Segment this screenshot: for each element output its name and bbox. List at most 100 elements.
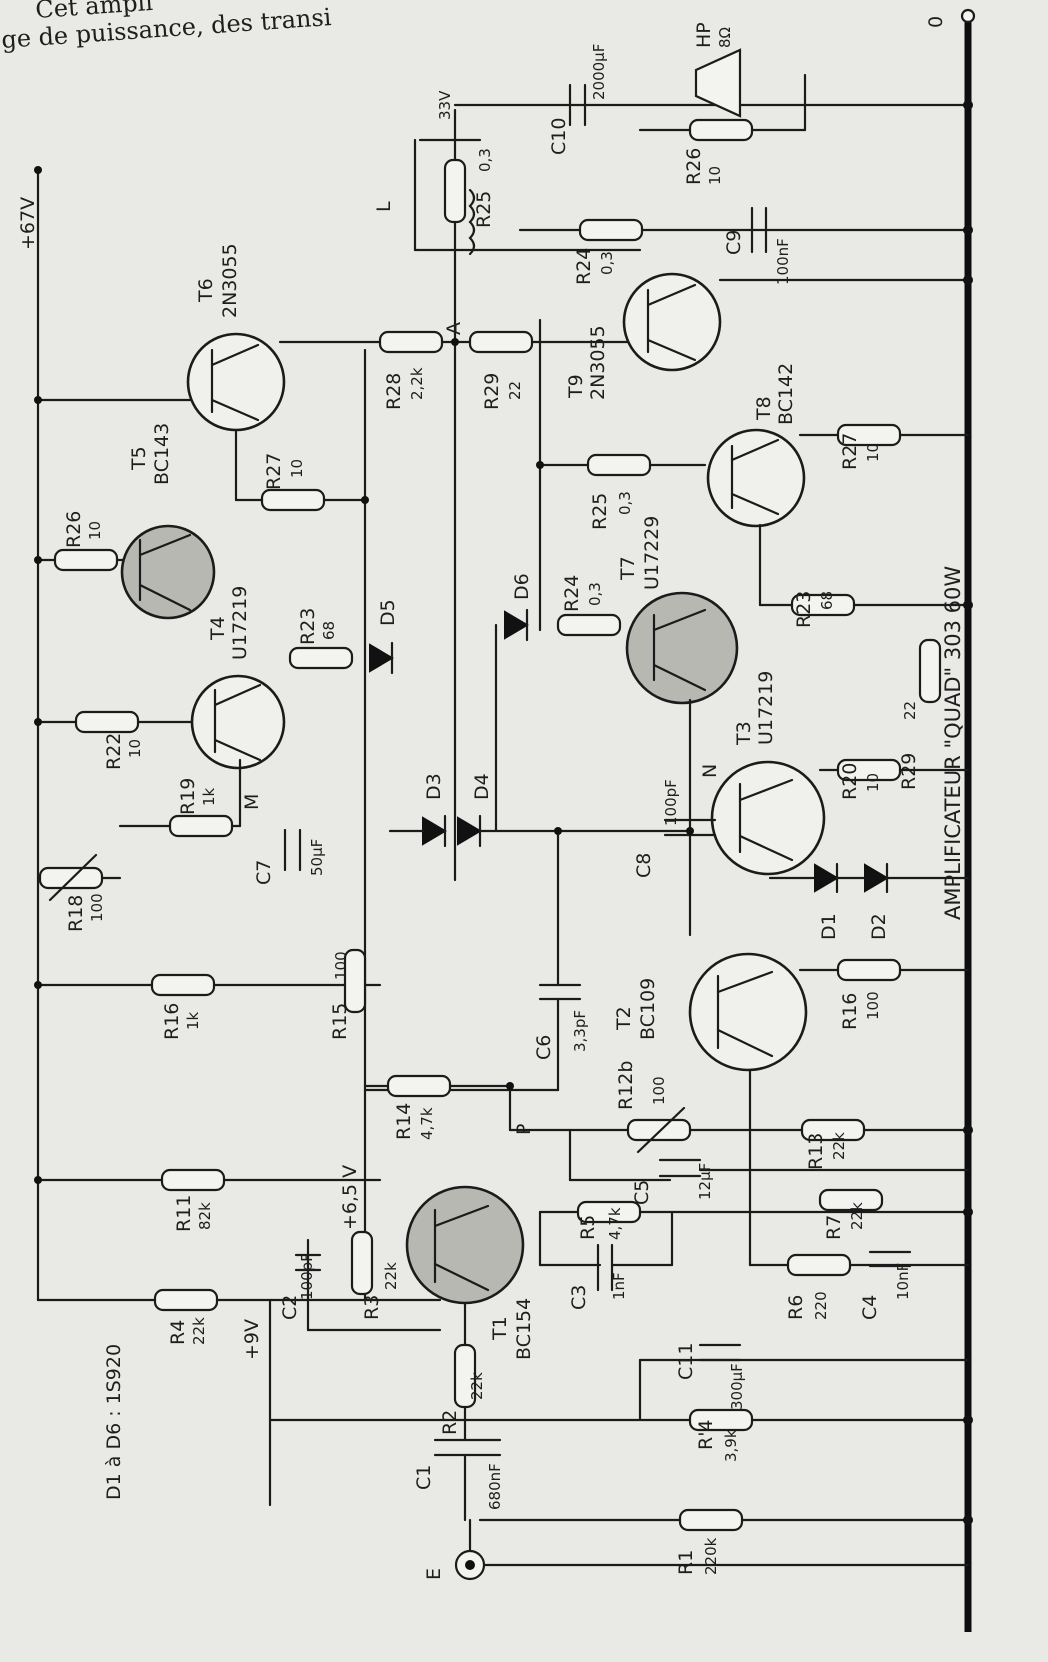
t7-type: U17229: [641, 516, 663, 590]
r1-ref: R1: [675, 1550, 697, 1575]
diode-d1: [814, 863, 839, 893]
inductor-label: L: [373, 201, 395, 212]
resistor-r10: [386, 1074, 452, 1098]
r21-value: 10: [288, 459, 306, 478]
resistor-r26: [578, 218, 644, 242]
r16-ref: R22: [103, 733, 125, 770]
r27-value: 0,3: [476, 148, 494, 172]
transistor-t2: [688, 952, 808, 1072]
diode-d5: [369, 643, 394, 673]
t2-type: BC109: [637, 978, 659, 1040]
resistor-r16: [74, 710, 140, 734]
r16-value: 10: [126, 739, 144, 758]
schematic-title: AMPLIFICATEUR "QUAD" 303 60W: [941, 566, 965, 920]
resistor-r7: [818, 1188, 884, 1212]
r19-value: 68: [818, 591, 836, 610]
t8-ref: T8: [753, 396, 775, 421]
r22-ref: R25: [589, 493, 611, 530]
c4-value: 10nF: [894, 1263, 912, 1300]
r1-value: 220k: [702, 1537, 720, 1575]
r6-value: 220: [812, 1291, 830, 1320]
r4b-ref: R'4: [695, 1419, 717, 1450]
r23-value: 10: [864, 443, 882, 462]
r17-value: 68: [320, 621, 338, 640]
resistor-r25: [468, 330, 534, 354]
r2-value: 22k: [468, 1372, 486, 1400]
r29-value: 22: [901, 701, 919, 720]
c7-ref: C7: [253, 860, 275, 885]
c4-ref: C4: [859, 1295, 881, 1320]
t1-type: BC154: [513, 1298, 535, 1360]
resistor-r2: [453, 1343, 477, 1409]
c8-value: 100pF: [662, 779, 680, 826]
node-a: A: [443, 322, 465, 335]
diode-d6: [504, 610, 529, 640]
r7-ref: R7: [823, 1215, 845, 1240]
resistor-r12b: [836, 958, 902, 982]
c5-value: 12µF: [696, 1163, 714, 1200]
c6-ref: C6: [533, 1035, 555, 1060]
r18-ref: R24: [561, 575, 583, 612]
resistor-r17: [288, 646, 354, 670]
r8-value: 82k: [196, 1202, 214, 1230]
r9-value: 100: [650, 1076, 668, 1105]
c10-ref: C10: [548, 118, 570, 155]
r24-ref: R28: [383, 373, 405, 410]
node-n: N: [699, 764, 721, 778]
resistor-r14: [168, 814, 234, 838]
r14-ref: R19: [177, 778, 199, 815]
transistor-t6: [186, 332, 286, 432]
d2-label: D2: [868, 913, 890, 940]
r4-ref: R4: [167, 1320, 189, 1345]
r3-ref: R3: [361, 1295, 383, 1320]
d4-label: D4: [471, 773, 493, 800]
c7-value: 50µF: [308, 839, 326, 876]
resistor-r12: [150, 973, 216, 997]
resistor-r18: [556, 613, 622, 637]
rail-67v-label: +67V: [17, 197, 39, 250]
resistor-r4b: [688, 1408, 754, 1432]
rail-9v-label: +9V: [241, 1319, 263, 1360]
transistor-t4: [190, 674, 286, 770]
inductor-extra: 33V: [436, 90, 454, 120]
resistor-r3: [350, 1230, 374, 1296]
r18-value: 0,3: [586, 582, 604, 606]
c9-ref: C9: [723, 230, 745, 255]
resistor-r20: [53, 548, 119, 572]
r25-ref: R29: [481, 373, 503, 410]
inductor-l: [468, 188, 476, 256]
r21-ref: R27: [263, 453, 285, 490]
r11-ref: R15: [329, 1003, 351, 1040]
resistor-r9b: [800, 1118, 866, 1142]
resistor-r6: [786, 1253, 852, 1277]
c3-value: 1nF: [610, 1272, 628, 1300]
r28-value: 10: [706, 166, 724, 185]
t5-type: BC143: [151, 423, 173, 485]
r10-ref: R14: [393, 1103, 415, 1140]
diode-d4: [457, 816, 482, 846]
c1-value: 680nF: [486, 1463, 504, 1510]
r12b-value: 100: [864, 991, 882, 1020]
t1-ref: T1: [489, 1316, 511, 1341]
r12-ref: R16: [161, 1003, 183, 1040]
t9-ref: T9: [565, 374, 587, 399]
resistor-r28: [688, 118, 754, 142]
ground-terminal: [960, 8, 976, 24]
resistor-r4: [153, 1288, 219, 1312]
r19-ref: R23: [793, 591, 815, 628]
c11-ref: C11: [675, 1343, 697, 1380]
c11-value: 300µF: [728, 1363, 746, 1410]
transistor-t3: [710, 760, 826, 876]
resistor-r9: [626, 1118, 692, 1142]
t6-ref: T6: [195, 278, 217, 303]
node-m: M: [241, 794, 263, 810]
r20-ref: R26: [63, 511, 85, 548]
r8-ref: R11: [173, 1195, 195, 1232]
c9-value: 100nF: [774, 238, 792, 285]
r13-value: 100: [88, 893, 106, 922]
ground-label: 0: [925, 16, 947, 28]
r17-ref: R23: [297, 608, 319, 645]
t3-ref: T3: [733, 721, 755, 746]
t2-ref: T2: [613, 1006, 635, 1031]
hp-value: 8Ω: [716, 27, 734, 48]
